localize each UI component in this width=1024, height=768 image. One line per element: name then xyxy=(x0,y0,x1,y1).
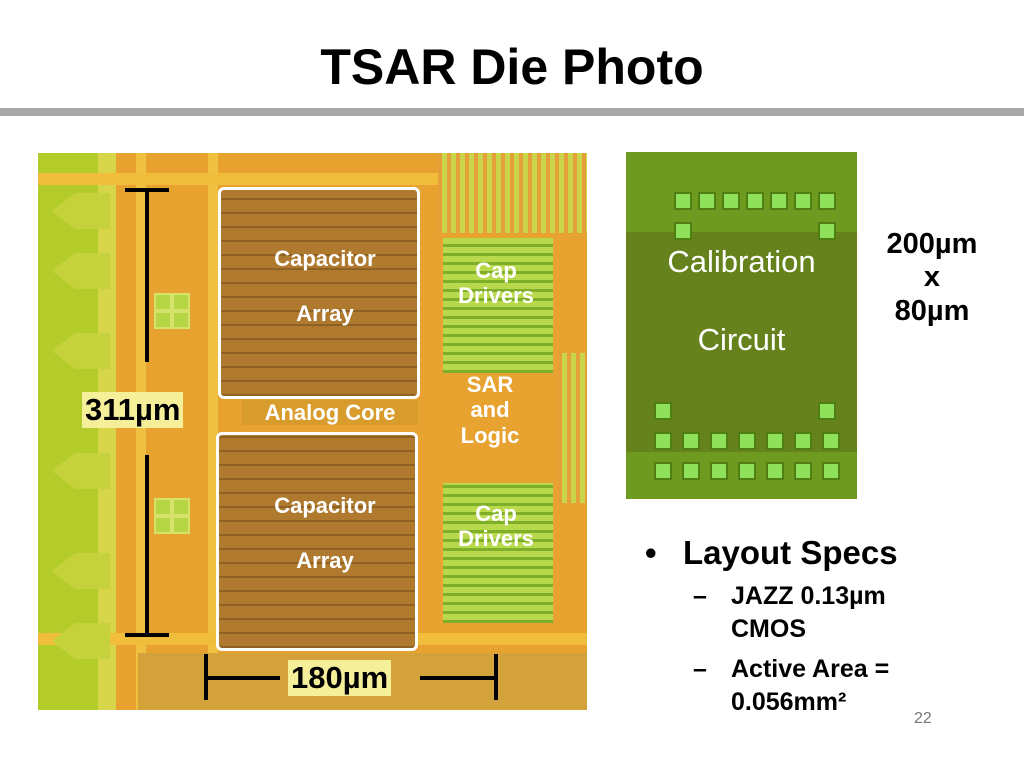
title-divider xyxy=(0,108,1024,116)
die-edge-green xyxy=(38,153,98,710)
width-arrow-right xyxy=(420,676,496,680)
capacitor-array-bottom xyxy=(216,432,418,651)
calibration-label-line1: Calibration xyxy=(667,244,816,279)
cal-cell xyxy=(674,222,692,240)
bullet-main: • Layout Specs xyxy=(645,534,1005,572)
cal-cell xyxy=(822,462,840,480)
die-via xyxy=(172,498,190,516)
dash-icon: – xyxy=(693,655,707,683)
bullet-sub: – Active Area = 0.056mm² xyxy=(693,653,1005,718)
die-metal-line xyxy=(208,153,218,710)
cal-cell xyxy=(738,432,756,450)
cal-cell xyxy=(710,432,728,450)
label-line: Logic xyxy=(460,422,520,448)
die-routing xyxy=(438,153,587,233)
cal-cell xyxy=(654,462,672,480)
cap-array-bottom-label: Capacitor Array xyxy=(240,493,410,574)
width-dimension: 180µm xyxy=(288,660,392,696)
die-via xyxy=(172,516,190,534)
cal-cell xyxy=(738,462,756,480)
page-number: 22 xyxy=(914,710,932,727)
cal-cell xyxy=(818,222,836,240)
dash-icon: – xyxy=(693,582,707,610)
label-line: Capacitor xyxy=(274,493,376,518)
label-line: SAR xyxy=(466,372,514,397)
bullet-line: JAZZ 0.13µm xyxy=(731,582,886,610)
calibration-photo: Calibration Circuit xyxy=(626,152,857,499)
die-via xyxy=(154,311,172,329)
cal-cell xyxy=(766,462,784,480)
cal-cell xyxy=(766,432,784,450)
width-arrow-left xyxy=(206,676,280,680)
die-metal-line xyxy=(136,153,146,710)
slide-title: TSAR Die Photo xyxy=(320,39,704,95)
cal-cell xyxy=(770,192,788,210)
cap-drivers-bottom-label: Cap Drivers xyxy=(440,501,552,552)
cal-cell xyxy=(794,432,812,450)
cal-cell xyxy=(818,192,836,210)
dim-line: 200µm xyxy=(886,228,978,260)
bullet-line: Active Area = xyxy=(731,655,890,683)
cal-cell xyxy=(682,432,700,450)
dim-line: 80µm xyxy=(894,294,970,327)
layout-specs-list: • Layout Specs – JAZZ 0.13µm CMOS – Acti… xyxy=(645,534,1005,718)
cal-cell xyxy=(654,402,672,420)
label-line: Array xyxy=(296,548,354,574)
label-line: Capacitor xyxy=(274,246,376,271)
cal-cell xyxy=(654,432,672,450)
bullet-text: Layout Specs xyxy=(683,534,898,571)
die-via xyxy=(154,293,172,311)
height-arrow-lower xyxy=(145,455,149,635)
label-line: Cap xyxy=(475,501,517,526)
label-line: Drivers xyxy=(458,283,534,309)
cal-cell xyxy=(722,192,740,210)
calibration-label-line2: Circuit xyxy=(697,322,786,357)
sar-logic-label: SAR and Logic xyxy=(440,372,540,448)
analog-core-label: Analog Core xyxy=(242,400,418,426)
cal-cell xyxy=(710,462,728,480)
height-arrow-upper xyxy=(145,190,149,362)
cal-cell xyxy=(698,192,716,210)
die-routing xyxy=(558,353,587,503)
label-line: Array xyxy=(296,301,354,327)
cal-cell xyxy=(818,402,836,420)
bullet-text: JAZZ 0.13µm CMOS xyxy=(731,580,886,645)
cal-cell xyxy=(674,192,692,210)
label-line: and xyxy=(470,397,510,423)
bullet-sub: – JAZZ 0.13µm CMOS xyxy=(693,580,1005,645)
label-line: Drivers xyxy=(458,526,534,552)
die-photo xyxy=(38,153,587,710)
cal-cell xyxy=(746,192,764,210)
label-line: Cap xyxy=(475,258,517,283)
height-arrow-cap-bottom xyxy=(125,633,169,637)
height-arrow-cap-top xyxy=(125,188,169,192)
bullet-line: 0.056mm² xyxy=(731,687,847,716)
cal-cell xyxy=(794,462,812,480)
cap-drivers-region xyxy=(443,483,553,623)
width-arrow-cap-left xyxy=(204,654,208,700)
cal-cell xyxy=(682,462,700,480)
die-via xyxy=(172,293,190,311)
die-via xyxy=(154,498,172,516)
cal-cell xyxy=(822,432,840,450)
bullet-line: CMOS xyxy=(731,614,806,643)
cap-drivers-region xyxy=(443,238,553,373)
die-via xyxy=(172,311,190,329)
capacitor-array-top xyxy=(218,187,420,399)
width-arrow-cap-right xyxy=(494,654,498,700)
dim-line: x xyxy=(923,261,941,294)
height-dimension: 311µm xyxy=(82,392,184,428)
cap-array-top-label: Capacitor Array xyxy=(240,246,410,327)
cal-cell xyxy=(794,192,812,210)
die-via xyxy=(154,516,172,534)
bullet-text: Active Area = 0.056mm² xyxy=(731,653,889,718)
calibration-dimensions: 200µm x 80µm xyxy=(872,228,992,328)
bullet-dot-icon: • xyxy=(645,534,657,571)
cap-drivers-top-label: Cap Drivers xyxy=(440,258,552,309)
